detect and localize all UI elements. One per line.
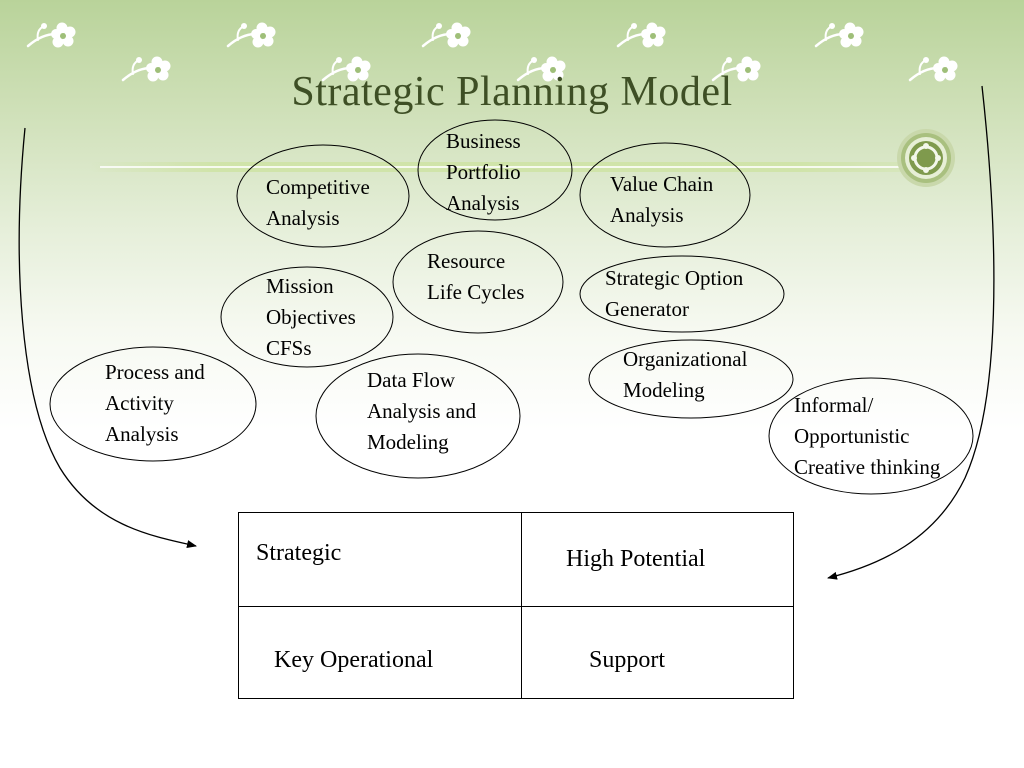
label-line: Portfolio [446,160,521,184]
oval-label-process-activity: Process and Activity Analysis [105,357,205,450]
matrix-cell-strategic: Strategic [256,540,342,566]
oval-process-activity [49,346,257,462]
label-line: Analysis [105,422,179,446]
oval-resource-life-cycles [392,230,564,334]
matrix-divider-vertical [521,513,522,698]
matrix-cell-high-potential: High Potential [566,546,706,572]
label-line: Organizational [623,347,748,371]
matrix-divider-horizontal [239,606,793,607]
label-line: Data Flow [367,368,456,392]
slide-title: Strategic Planning Model [291,69,733,115]
label-line: CFSs [266,336,312,360]
oval-label-value-chain: Value Chain Analysis [610,169,713,231]
matrix-cell-key-operational: Key Operational [274,647,434,673]
label-line: Process and [105,360,205,384]
circular-ornament-icon [897,129,955,187]
label-line: Business [446,129,521,153]
label-line: Value Chain [610,172,714,196]
oval-informal [768,377,974,495]
label-line: Analysis and [367,399,477,423]
label-line: Modeling [367,430,449,454]
label-line: Resource [427,249,506,273]
oval-label-competitive: Competitive Analysis [266,172,370,234]
label-line: Creative thinking [794,455,941,479]
oval-label-organizational: Organizational Modeling [623,344,747,406]
label-line: Analysis [610,203,684,227]
oval-value-chain [579,142,751,248]
label-line: Activity [105,391,174,415]
oval-data-flow [315,353,521,479]
oval-strategic-option [579,255,785,333]
right-curved-arrow [827,85,995,580]
left-curved-arrow [18,127,197,548]
oval-label-informal: Informal/ Opportunistic Creative thinkin… [794,390,940,483]
oval-label-strategic-option: Strategic Option Generator [605,263,743,325]
label-line: Opportunistic [794,424,910,448]
oval-organizational [588,339,794,419]
label-line: Strategic Option [605,266,744,290]
label-line: Competitive [266,175,370,199]
label-line: Informal/ [794,393,874,417]
label-line: Objectives [266,305,356,329]
oval-label-mission: Mission Objectives CFSs [266,271,356,364]
label-line: Modeling [623,378,705,402]
oval-competitive-analysis [236,144,410,248]
label-line: Life Cycles [427,280,525,304]
label-line: Generator [605,297,689,321]
oval-mission [220,266,394,368]
portfolio-matrix [238,512,794,699]
label-line: Analysis [446,191,520,215]
label-line: Analysis [266,206,340,230]
oval-label-data-flow: Data Flow Analysis and Modeling [367,365,476,458]
oval-label-resource-life-cycles: Resource Life Cycles [427,246,524,308]
matrix-cell-support: Support [589,647,666,673]
oval-label-business-portfolio: Business Portfolio Analysis [446,126,521,219]
label-line: Mission [266,274,334,298]
oval-business-portfolio [417,119,573,221]
